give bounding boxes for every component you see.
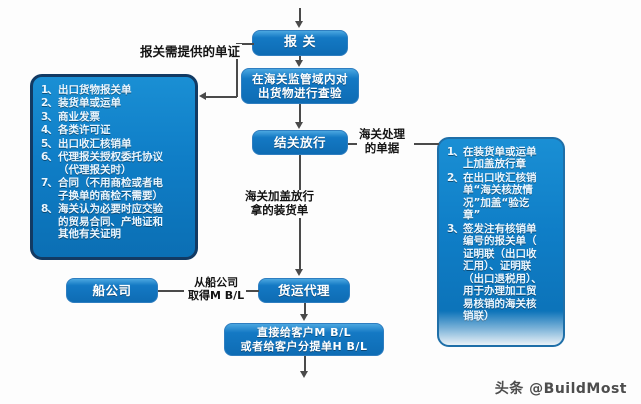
required-documents-list: 出口货物报关单 装货单或运单 商业发票 各类许可证 出口收汇核销单 代理报关授权… [33,77,195,248]
list-item: 出口收汇核销单 [41,137,132,151]
arrow-declaration-docs [199,92,206,100]
connector-release-customs-h1 [348,143,362,145]
list-item: 出口货物报关单 [41,84,132,97]
list-item: 签发注有核销单 编号的报关单（ 证明联（出口收 汇用）、证明联 （出口退税用）、… [447,222,542,323]
node-inspection[interactable]: 在海关监管域内对 出货物进行查验 [241,68,359,104]
label-customs-documents: 海关处理 的单据 [357,127,407,156]
connector-declaration-docs-h2 [206,96,237,98]
node-bill-to-customer[interactable]: 直接给客户M B/L 或者给客户分提单H B/L [224,323,384,356]
connector-shipping-forwarder-h1 [158,290,184,292]
node-shipping-company-label: 船公司 [92,282,132,298]
arrow-inspection-release [295,122,303,129]
connector-top-entry [299,8,301,22]
label-required-documents: 报关需提供的单证 [138,44,243,59]
list-item: 装货单或运单 [41,97,121,110]
list-item: 代理报关授权委托协议 （代理报关时） [41,151,163,176]
customs-documents-list: 在装货单或运单 上加盖放行章 在出口收汇核销 单“海关核放情 况”加盖“验讫 章… [439,139,563,330]
required-documents-panel: 出口货物报关单 装货单或运单 商业发票 各类许可证 出口收汇核销单 代理报关授权… [30,74,198,260]
arrow-top-entry [295,21,303,28]
connector-declaration-inspection [299,56,301,61]
node-shipping-company[interactable]: 船公司 [66,278,158,303]
node-inspection-label: 在海关监管域内对 出货物进行查验 [252,71,348,100]
connector-declaration-docs-v [236,43,238,97]
list-item: 商业发票 [41,110,100,124]
connector-bottom-exit [304,356,306,372]
node-forwarder[interactable]: 货运代理 [258,278,350,303]
connector-release-customs-h2 [414,143,439,145]
label-release-bill: 海关加盖放行 拿的装货单 [243,189,316,218]
node-declaration[interactable]: 报 关 [252,30,348,56]
list-item: 合同（不用商检或者电 子换单的商检不需要） [41,177,163,202]
node-forwarder-label: 货运代理 [277,282,330,298]
label-obtain-bl: 从船公司 取得M B/L [186,276,247,303]
list-item: 在出口收汇核销 单“海关核放情 况”加盖“验讫 章” [447,171,537,222]
connector-inspection-release [299,104,301,123]
node-declaration-label: 报 关 [283,35,317,51]
connector-declaration-docs-h1 [236,43,254,45]
arrow-release-forwarder [295,269,303,276]
node-release-label: 结关放行 [273,134,326,150]
node-bill-to-customer-label: 直接给客户M B/L 或者给客户分提单H B/L [240,326,368,353]
watermark: 头条 @BuildMost [494,381,627,397]
connector-shipping-forwarder-h2 [243,290,259,292]
arrow-forwarder-customer [300,314,308,321]
connector-forwarder-customer [304,303,306,315]
list-item: 各类许可证 [41,124,111,137]
customs-documents-panel: 在装货单或运单 上加盖放行章 在出口收汇核销 单“海关核放情 况”加盖“验讫 章… [437,137,565,347]
node-release[interactable]: 结关放行 [252,130,348,155]
list-item: 海关认为必要时应交验 的贸易合同、产地证和 其他有关证明 [41,203,163,241]
list-item: 在装货单或运单 上加盖放行章 [447,146,537,171]
arrow-bottom-exit [300,371,308,378]
arrow-declaration-inspection [295,60,303,67]
